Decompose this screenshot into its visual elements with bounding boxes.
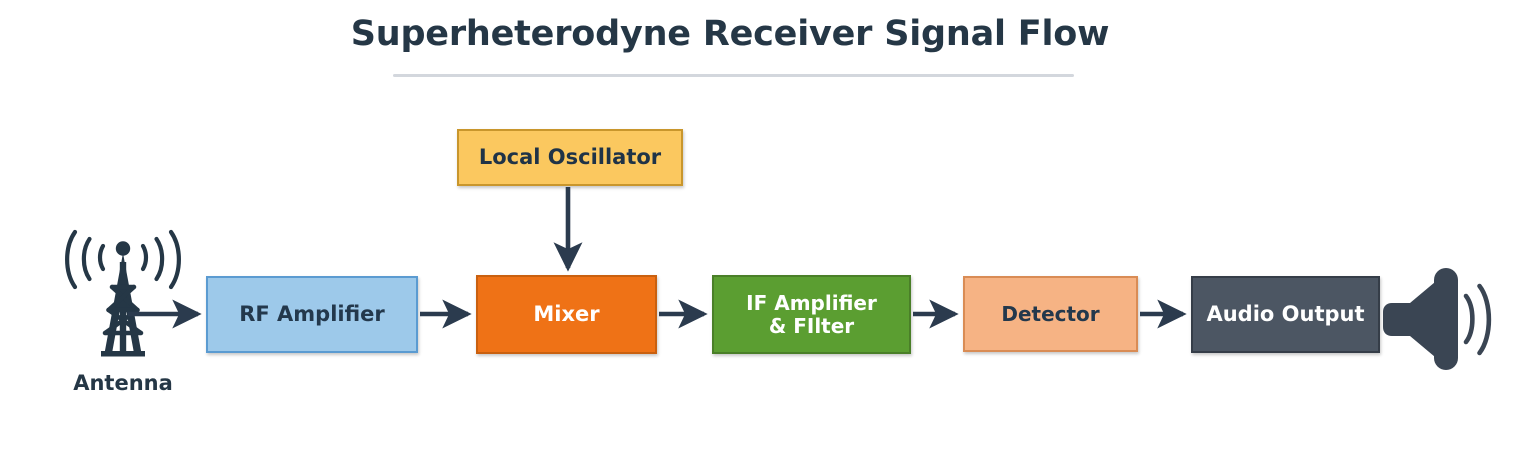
block-local-oscillator[interactable]: Local Oscillator [457, 129, 683, 186]
block-label-if-line1: IF Amplifier [746, 291, 877, 316]
block-rf-amplifier[interactable]: RF Amplifier [206, 276, 418, 353]
block-detector[interactable]: Detector [963, 276, 1138, 352]
block-label-detector: Detector [1001, 301, 1100, 326]
antenna-tower-icon [65, 229, 181, 357]
page-title: Superheterodyne Receiver Signal Flow [350, 14, 1110, 54]
block-label-if-amplifier-filter: IF Amplifier & FIlter [746, 292, 877, 337]
block-if-amplifier-filter[interactable]: IF Amplifier & FIlter [712, 275, 911, 354]
block-label-audio-output: Audio Output [1206, 301, 1365, 326]
antenna-label: Antenna [73, 371, 173, 395]
block-label-local-oscillator: Local Oscillator [478, 144, 662, 169]
title-divider [393, 74, 1074, 77]
block-label-rf-amplifier: RF Amplifier [239, 301, 385, 326]
block-mixer[interactable]: Mixer [476, 275, 657, 354]
block-audio-output[interactable]: Audio Output [1191, 276, 1380, 353]
block-label-if-line2: & FIlter [768, 313, 855, 338]
block-label-mixer: Mixer [533, 301, 600, 326]
speaker-icon [1383, 268, 1492, 370]
